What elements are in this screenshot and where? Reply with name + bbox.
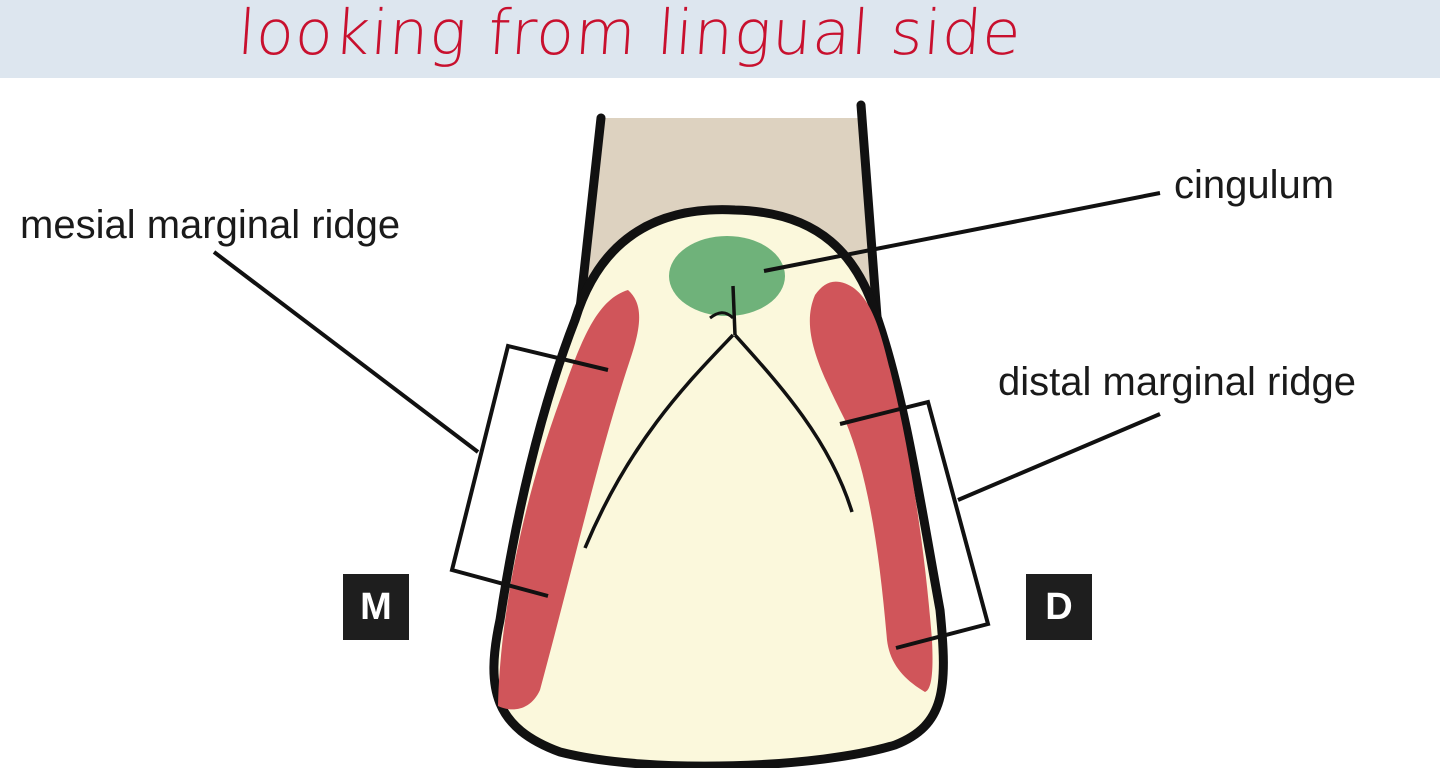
label-distal-marginal-ridge: distal marginal ridge xyxy=(998,360,1356,404)
root-right-edge xyxy=(856,100,883,335)
label-mesial-marginal-ridge: mesial marginal ridge xyxy=(20,203,401,247)
label-cingulum: cingulum xyxy=(1174,163,1335,207)
cingulum-leader-line xyxy=(763,191,1161,273)
cingulum xyxy=(669,236,785,316)
distal-side-marker: D xyxy=(1026,574,1092,640)
root-left-edge xyxy=(574,113,606,323)
distal-bracket xyxy=(839,399,991,650)
header-band xyxy=(0,0,1440,78)
fossa-left-line xyxy=(583,333,735,549)
mesial-ridge xyxy=(498,290,640,710)
fossa-right-line xyxy=(733,333,854,513)
mesial-side-marker: M xyxy=(343,574,409,640)
distal-ridge xyxy=(809,281,933,692)
mesial-leader-line xyxy=(212,250,480,454)
distal-leader-line xyxy=(957,412,1161,502)
mesial-bracket xyxy=(449,343,609,598)
fossa-stem xyxy=(731,285,737,336)
fossa-left-notch xyxy=(709,311,735,320)
